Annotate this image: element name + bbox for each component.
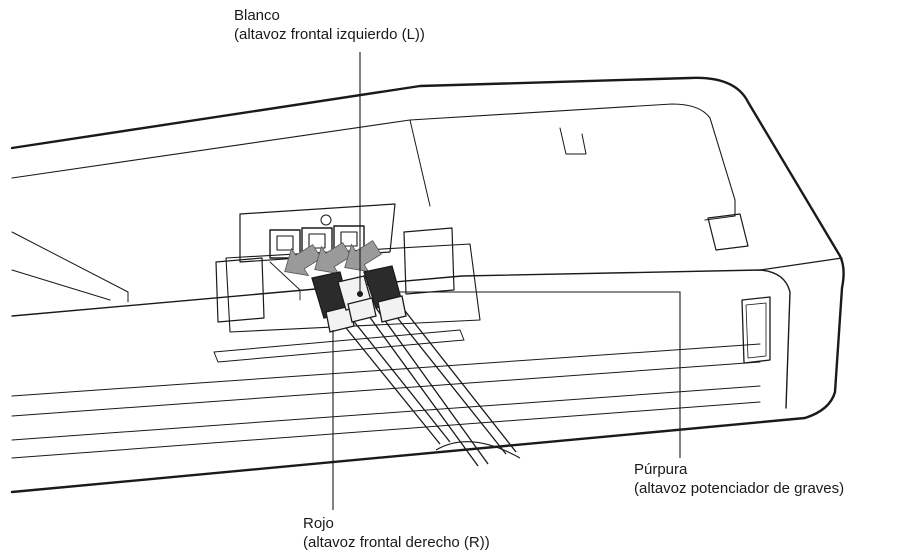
arrow-left: [284, 244, 322, 277]
callout-blanco-color: Blanco: [234, 7, 280, 24]
callout-purpura: Púrpura (altavoz potenciador de graves): [634, 460, 844, 498]
cabinet-front-top-edge: [11, 269, 791, 409]
callout-rojo-color: Rojo: [303, 515, 334, 532]
top-recess: [11, 103, 736, 221]
callout-rojo-description: (altavoz frontal derecho (R)): [303, 534, 490, 551]
arrow-right: [344, 240, 382, 273]
callout-rojo: Rojo (altavoz frontal derecho (R)): [303, 514, 490, 552]
callout-blanco-description: (altavoz frontal izquierdo (L)): [234, 26, 425, 43]
callout-purpura-color: Púrpura: [634, 461, 688, 478]
callout-purpura-description: (altavoz potenciador de graves): [634, 480, 845, 497]
speaker-cables: [337, 301, 517, 467]
leader-lines: [332, 52, 681, 510]
cabinet-top-outline: [10, 76, 845, 494]
leader-purpura: [400, 291, 681, 458]
terminal-1: [269, 229, 301, 259]
insertion-arrows: [284, 240, 382, 277]
connector-plugs: [311, 265, 407, 333]
callout-blanco: Blanco (altavoz frontal izquierdo (L)): [234, 6, 425, 44]
terminal-recess: [239, 203, 396, 263]
cabinet-right-face-edge: [759, 257, 843, 271]
